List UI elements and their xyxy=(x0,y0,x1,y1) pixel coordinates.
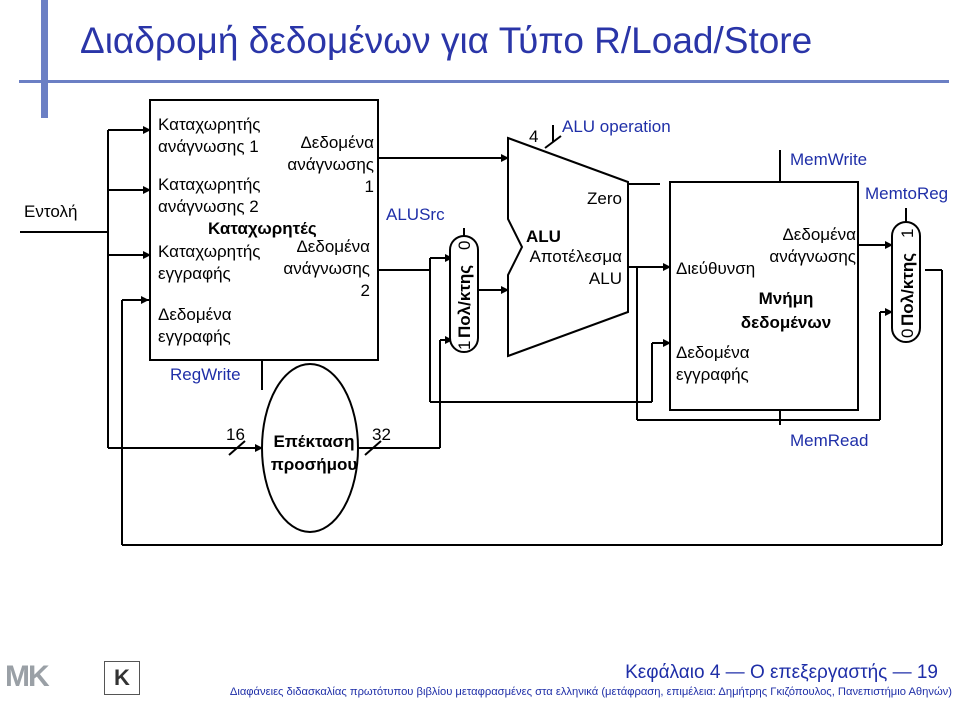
translator-logo: K xyxy=(104,661,140,695)
bus-width-ticks xyxy=(228,135,562,456)
write-reg-label-a: Καταχωρητής xyxy=(158,242,261,261)
memory-name-b: δεδομένων xyxy=(741,313,831,332)
mux2-input-top: 1 xyxy=(898,229,917,238)
alu-result-label-a: Αποτέλεσμα xyxy=(529,247,622,266)
alu-operation-signal: ALU operation xyxy=(562,117,671,136)
instruction-label: Εντολή xyxy=(24,202,77,221)
alusrc-mux-text: 1 Πολ/κτης 0 xyxy=(455,241,474,350)
sign-extend-block xyxy=(261,363,359,533)
mux2-label: Πολ/κτης xyxy=(898,253,917,326)
alusrc-mux xyxy=(449,235,479,353)
rf-write-data-label-a: Δεδομένα xyxy=(158,305,232,324)
write-reg-label-b: εγγραφής xyxy=(158,264,231,283)
alu-zero-label: Zero xyxy=(587,189,622,208)
sign-extend-input-width: 16 xyxy=(226,425,245,444)
wires xyxy=(20,125,943,546)
memwrite-signal: MemWrite xyxy=(790,150,867,169)
alusrc-signal: ALUSrc xyxy=(386,205,445,224)
memtoreg-signal: MemtoReg xyxy=(865,184,948,203)
title-underline xyxy=(19,80,949,83)
read-data1-label-c: 1 xyxy=(365,177,374,196)
register-file-block xyxy=(149,99,379,361)
mux1-input-bottom: 1 xyxy=(455,341,474,350)
footer-chapter: Κεφάλαιο 4 — Ο επεξεργαστής — 19 xyxy=(625,662,938,683)
mem-address-label: Διεύθυνση xyxy=(676,259,755,278)
read-data2-label-b: ανάγνωσης xyxy=(283,259,370,278)
register-file-name: Καταχωρητές xyxy=(208,219,317,238)
sign-extend-output-width: 32 xyxy=(372,425,391,444)
memtoreg-mux xyxy=(891,221,921,343)
mem-read-data-label-b: ανάγνωσης xyxy=(769,247,856,266)
publisher-logo: MK xyxy=(5,660,50,693)
slide-title: Διαδρομή δεδομένων για Τύπο R/Load/Store xyxy=(80,20,813,61)
sign-extend-name-b: προσήμου xyxy=(271,455,358,474)
memory-name-a: Μνήμη xyxy=(759,289,814,308)
rf-write-data-label-b: εγγραφής xyxy=(158,327,231,346)
data-memory-block xyxy=(669,181,859,411)
read-reg1-label-b: ανάγνωσης 1 xyxy=(158,137,259,156)
read-data2-label-c: 2 xyxy=(361,281,370,300)
footer-credit: Διαφάνειες διδασκαλίας πρωτότυπου βιβλίο… xyxy=(229,686,952,698)
alu-name: ALU xyxy=(526,227,561,246)
mux2-input-bottom: 0 xyxy=(898,329,917,338)
sign-extend-name-a: Επέκταση xyxy=(273,432,354,451)
alu-op-width: 4 xyxy=(529,127,538,146)
mem-read-data-label-a: Δεδομένα xyxy=(782,225,856,244)
read-reg2-label-a: Καταχωρητής xyxy=(158,175,261,194)
alu-result-label-b: ALU xyxy=(589,269,622,288)
mux1-label: Πολ/κτης xyxy=(455,265,474,338)
mem-write-data-label-a: Δεδομένα xyxy=(676,343,750,362)
title-decoration-bar xyxy=(41,0,48,118)
read-data1-label-b: ανάγνωσης xyxy=(287,155,374,174)
regwrite-signal: RegWrite xyxy=(170,365,241,384)
read-reg1-label-a: Καταχωρητής xyxy=(158,115,261,134)
alu-block xyxy=(507,136,629,358)
mem-write-data-label-b: εγγραφής xyxy=(676,365,749,384)
memread-signal: MemRead xyxy=(790,431,868,450)
read-reg2-label-b: ανάγνωσης 2 xyxy=(158,197,259,216)
mux1-input-top: 0 xyxy=(455,241,474,250)
memtoreg-mux-text: 0 Πολ/κτης 1 xyxy=(898,229,917,338)
read-data1-label-a: Δεδομένα xyxy=(300,133,374,152)
read-data2-label-a: Δεδομένα xyxy=(296,237,370,256)
